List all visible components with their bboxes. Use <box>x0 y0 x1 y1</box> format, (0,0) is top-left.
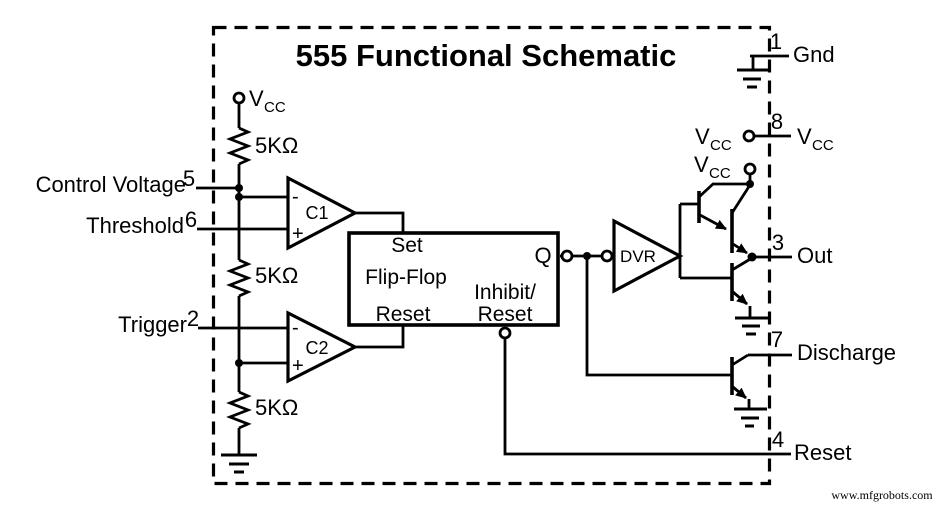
pin8-label: V <box>797 124 812 149</box>
ground-t4 <box>734 407 767 428</box>
pin3-label: Out <box>797 243 832 268</box>
c1-plus-sign: + <box>292 223 304 245</box>
ground-t3 <box>735 316 768 336</box>
vcc-pin8-inner-subscript: CC <box>710 137 732 154</box>
pin3-number: 3 <box>772 230 784 255</box>
pin1-label: Gnd <box>793 42 835 67</box>
wire-driver-branches <box>678 202 732 280</box>
wire-c2-output <box>355 324 405 349</box>
transistor-t4-emitter <box>732 385 747 400</box>
terminal-vcc-top <box>232 91 246 105</box>
junction-vcc2-node <box>746 180 754 188</box>
junction-c1-minus-node <box>235 193 243 201</box>
wire-t1-collector <box>698 182 750 199</box>
flip-flop-name-label: Flip-Flop <box>365 266 447 289</box>
wire-q-to-discharge-base <box>585 256 732 377</box>
page-title: 555 Functional Schematic <box>296 38 677 73</box>
c1-name: C1 <box>305 203 328 223</box>
wire-t2-collector <box>730 184 752 214</box>
wire-pin1-gnd-lead <box>750 54 789 70</box>
ground-pin1 <box>737 68 771 89</box>
vcc-output-stage-label: V <box>694 152 709 177</box>
vcc-output-stage-subscript: CC <box>709 165 731 182</box>
flip-flop-reset-label: Reset <box>376 303 431 326</box>
watermark: www.mfgrobots.com <box>831 488 933 502</box>
junction-q-node <box>583 252 591 260</box>
pin5-number: 5 <box>183 166 195 191</box>
comparator-c2-outline <box>286 310 359 384</box>
terminal-dvr-input <box>600 249 614 263</box>
resistor-r2-value: 5KΩ <box>255 263 298 288</box>
ic-boundary-dashed-box <box>211 25 772 486</box>
c2-name: C2 <box>305 338 328 358</box>
terminal-vcc-pin8 <box>742 129 756 143</box>
flip-flop-set-label: Set <box>391 234 423 257</box>
ground-divider <box>221 453 257 474</box>
pin4-label: Reset <box>794 440 851 465</box>
pin1-number: 1 <box>770 29 782 54</box>
flip-flop-box <box>347 231 560 327</box>
c1-minus-sign: - <box>292 186 299 208</box>
pin8-number: 8 <box>771 109 783 134</box>
transistor-t1-emitter <box>699 213 727 231</box>
wire-c1-output <box>355 211 405 234</box>
c2-minus-sign: - <box>292 317 299 339</box>
flip-flop-inhibit-label-line2: Reset <box>478 303 533 326</box>
vcc-top-label: V <box>249 86 264 111</box>
flip-flop-inhibit-label-line1: Inhibit/ <box>474 281 536 304</box>
vcc-pin8-inner-label: V <box>695 124 710 149</box>
wire-pin4-reset <box>503 335 791 456</box>
pin4-number: 4 <box>772 427 784 452</box>
transistor-t3-emitter <box>732 290 748 306</box>
junction-c2-plus-node <box>235 359 243 367</box>
junction-pin5-node <box>235 184 243 192</box>
pin2-label: Trigger <box>118 312 187 337</box>
pin7-number: 7 <box>771 327 783 352</box>
driver-dvr-label: DVR <box>620 247 656 266</box>
pin7-label: Discharge <box>797 340 896 365</box>
resistor-r1-value: 5KΩ <box>255 133 298 158</box>
flip-flop-q-label: Q <box>534 243 551 268</box>
pin5-label: Control Voltage <box>36 172 186 197</box>
driver-dvr-outline <box>612 218 684 294</box>
pin8-label-subscript: CC <box>812 137 834 154</box>
pin6-number: 6 <box>185 207 197 232</box>
c2-plus-sign: + <box>292 355 304 377</box>
terminal-q-left <box>560 249 574 263</box>
pin6-label: Threshold <box>86 213 184 238</box>
wire-t4-collector <box>731 353 749 367</box>
comparator-c1-outline <box>286 175 359 251</box>
resistor-r2 <box>226 258 252 298</box>
terminal-inhibit-reset <box>498 326 512 340</box>
junction-out-node <box>747 252 757 262</box>
vcc-top-subscript: CC <box>264 99 286 116</box>
resistor-r1 <box>226 126 252 166</box>
pin2-number: 2 <box>187 306 199 331</box>
terminal-vcc-output-stage <box>743 162 757 176</box>
resistor-r3 <box>226 390 252 430</box>
resistor-r3-value: 5KΩ <box>255 395 298 420</box>
transistor-t2-emitter <box>732 242 748 255</box>
